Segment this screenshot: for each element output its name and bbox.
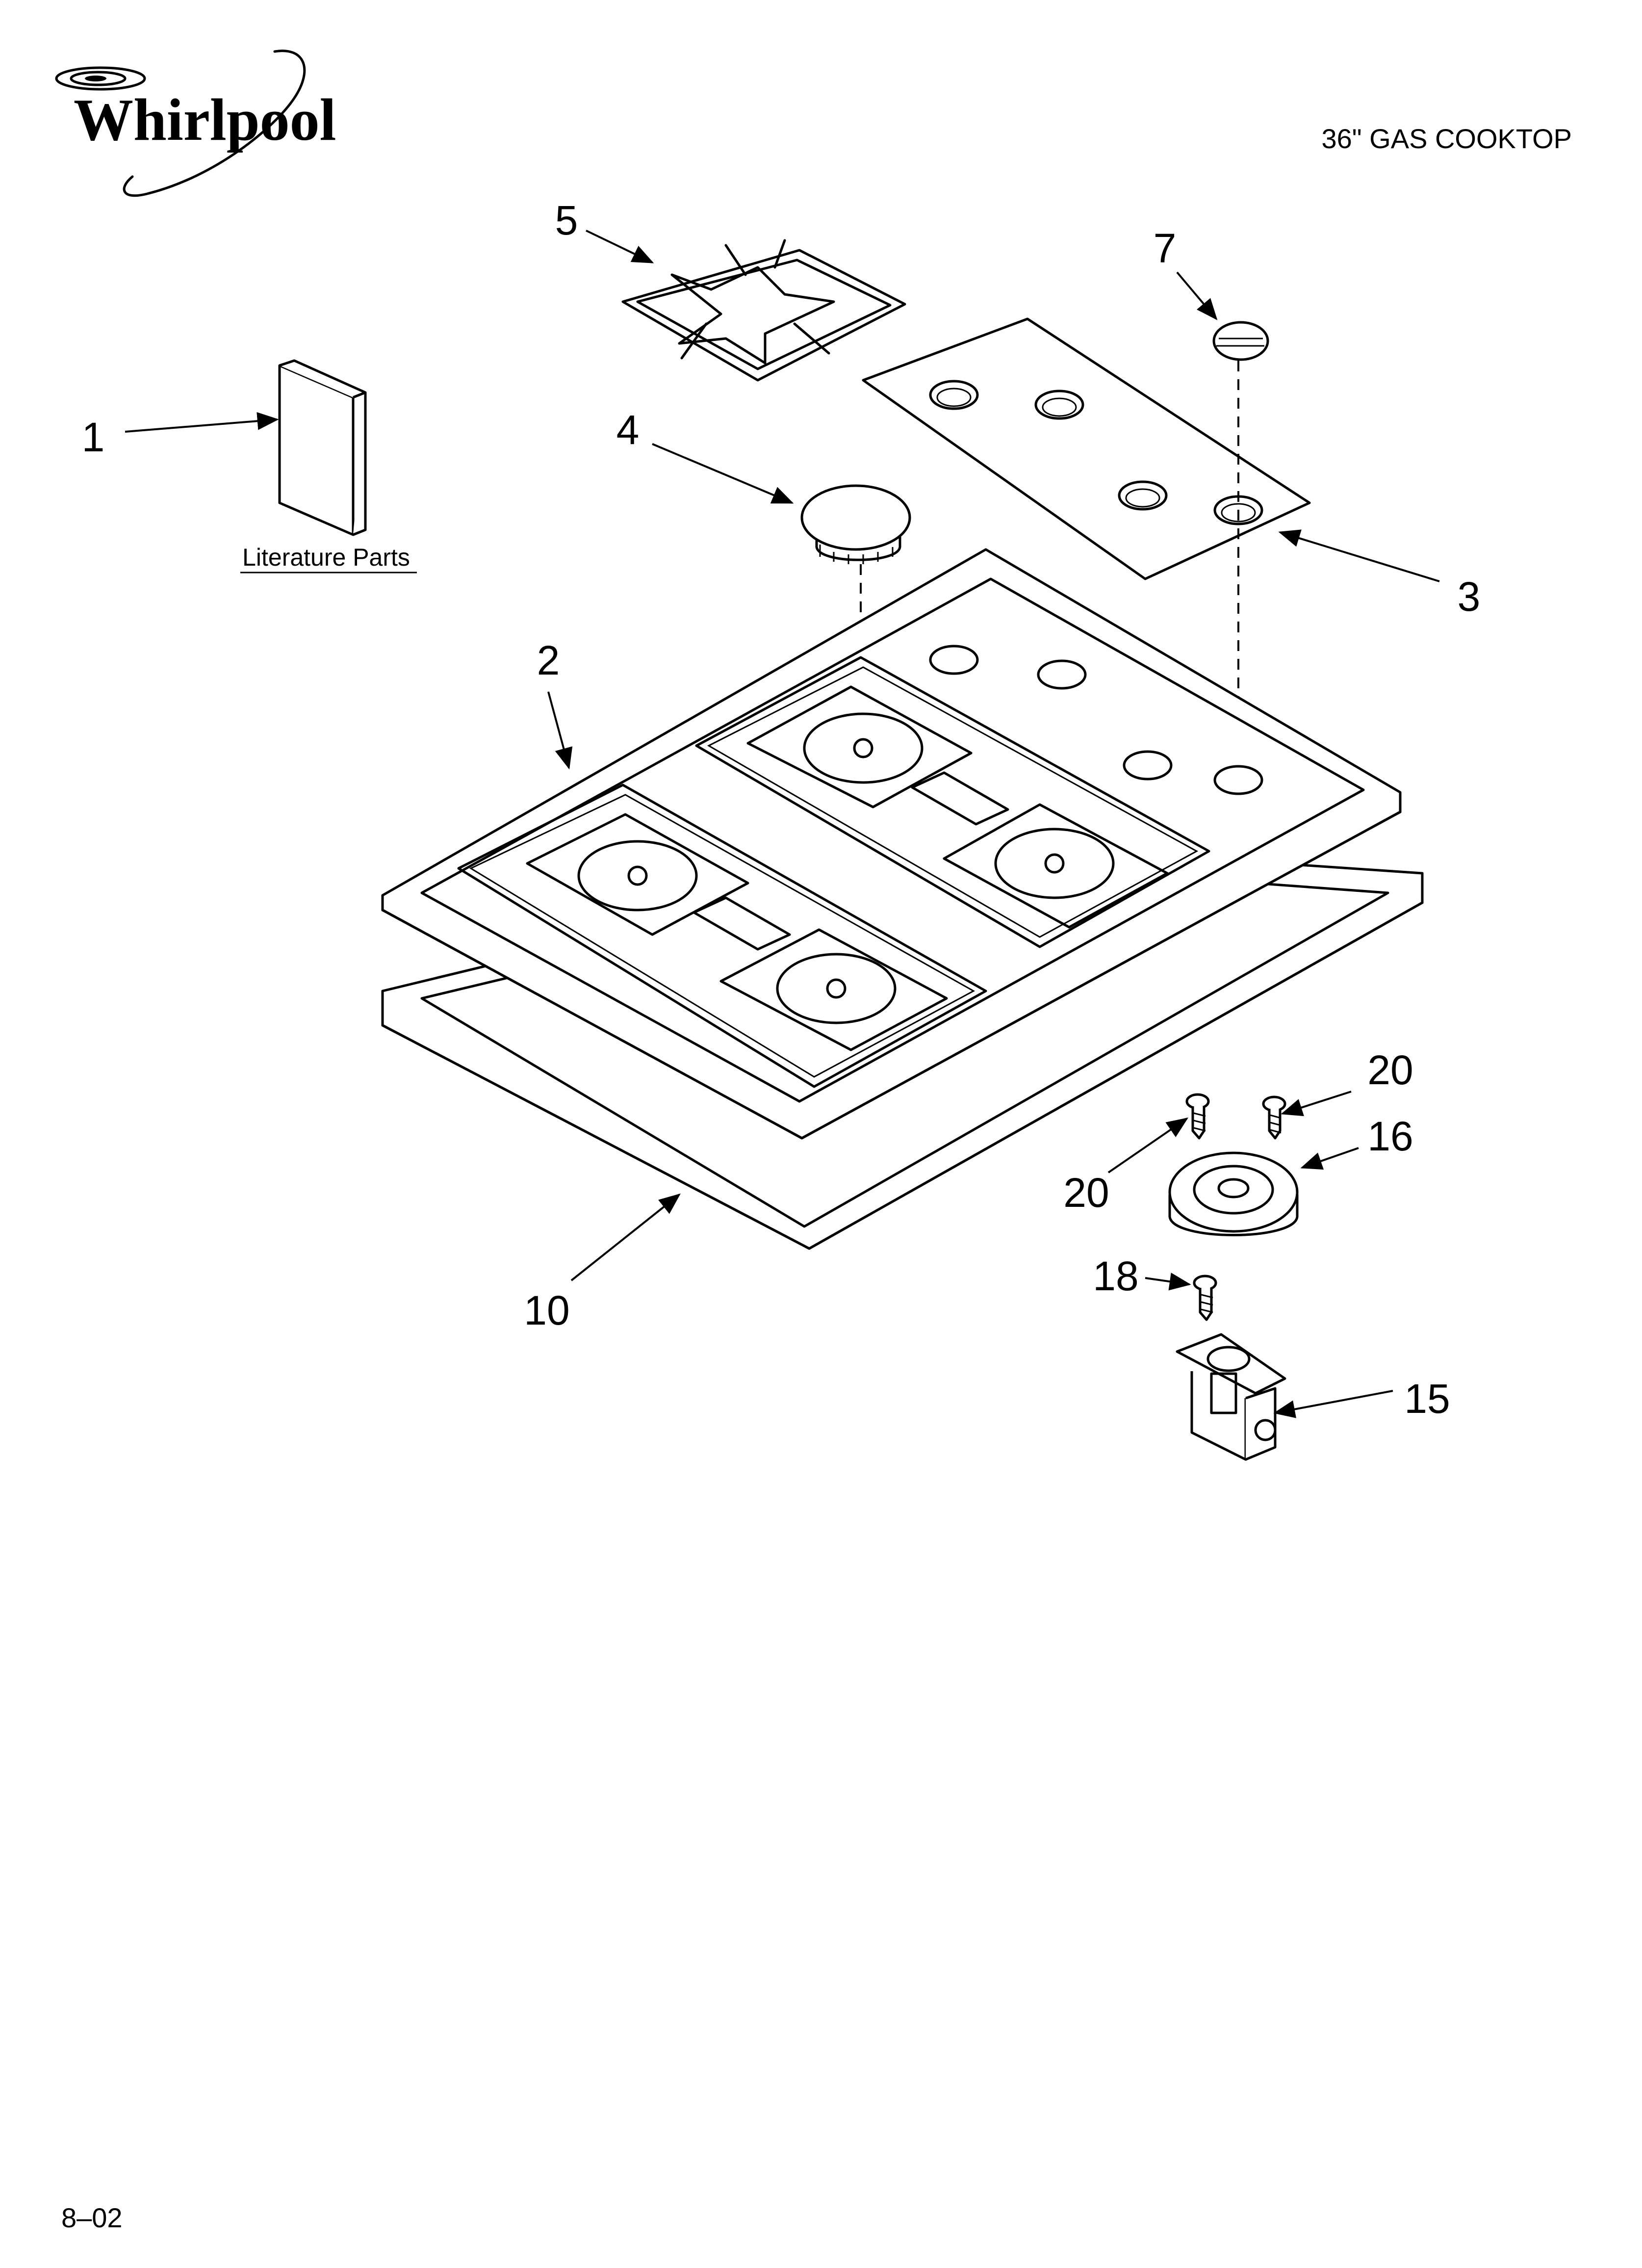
callout-4: 4 [616, 407, 640, 453]
burner-base [1168, 1151, 1299, 1236]
callout-16: 16 [1367, 1113, 1413, 1159]
brand-logo-text: Whirlpool [74, 87, 336, 153]
control-panel [862, 317, 1311, 580]
literature-booklet [278, 359, 367, 536]
burner-valve-bracket [1176, 1333, 1286, 1461]
screw-20-right [1262, 1095, 1286, 1140]
page-title: 36" GAS COOKTOP [1321, 123, 1572, 154]
callout-20-lower: 20 [1063, 1170, 1109, 1216]
callout-3: 3 [1458, 574, 1481, 620]
screw-18 [1193, 1275, 1217, 1321]
burner-grate [621, 239, 906, 382]
whirlpool-logo-icon [55, 50, 306, 197]
callout-20-upper: 20 [1367, 1047, 1413, 1093]
callout-2: 2 [537, 637, 560, 683]
callout-5: 5 [555, 197, 578, 243]
burner-cap [800, 484, 911, 564]
leader-lines [125, 230, 1440, 1418]
cooktop-main-top [381, 548, 1402, 1140]
control-knob [1212, 321, 1269, 361]
literature-label: Literature Parts [242, 544, 410, 571]
callout-18: 18 [1093, 1253, 1138, 1299]
callout-7: 7 [1154, 225, 1177, 271]
revision-code: 8–02 [61, 2202, 123, 2233]
callout-1: 1 [82, 414, 105, 460]
callout-10: 10 [524, 1287, 569, 1333]
screw-20-left [1185, 1093, 1210, 1140]
callout-15: 15 [1404, 1376, 1450, 1422]
